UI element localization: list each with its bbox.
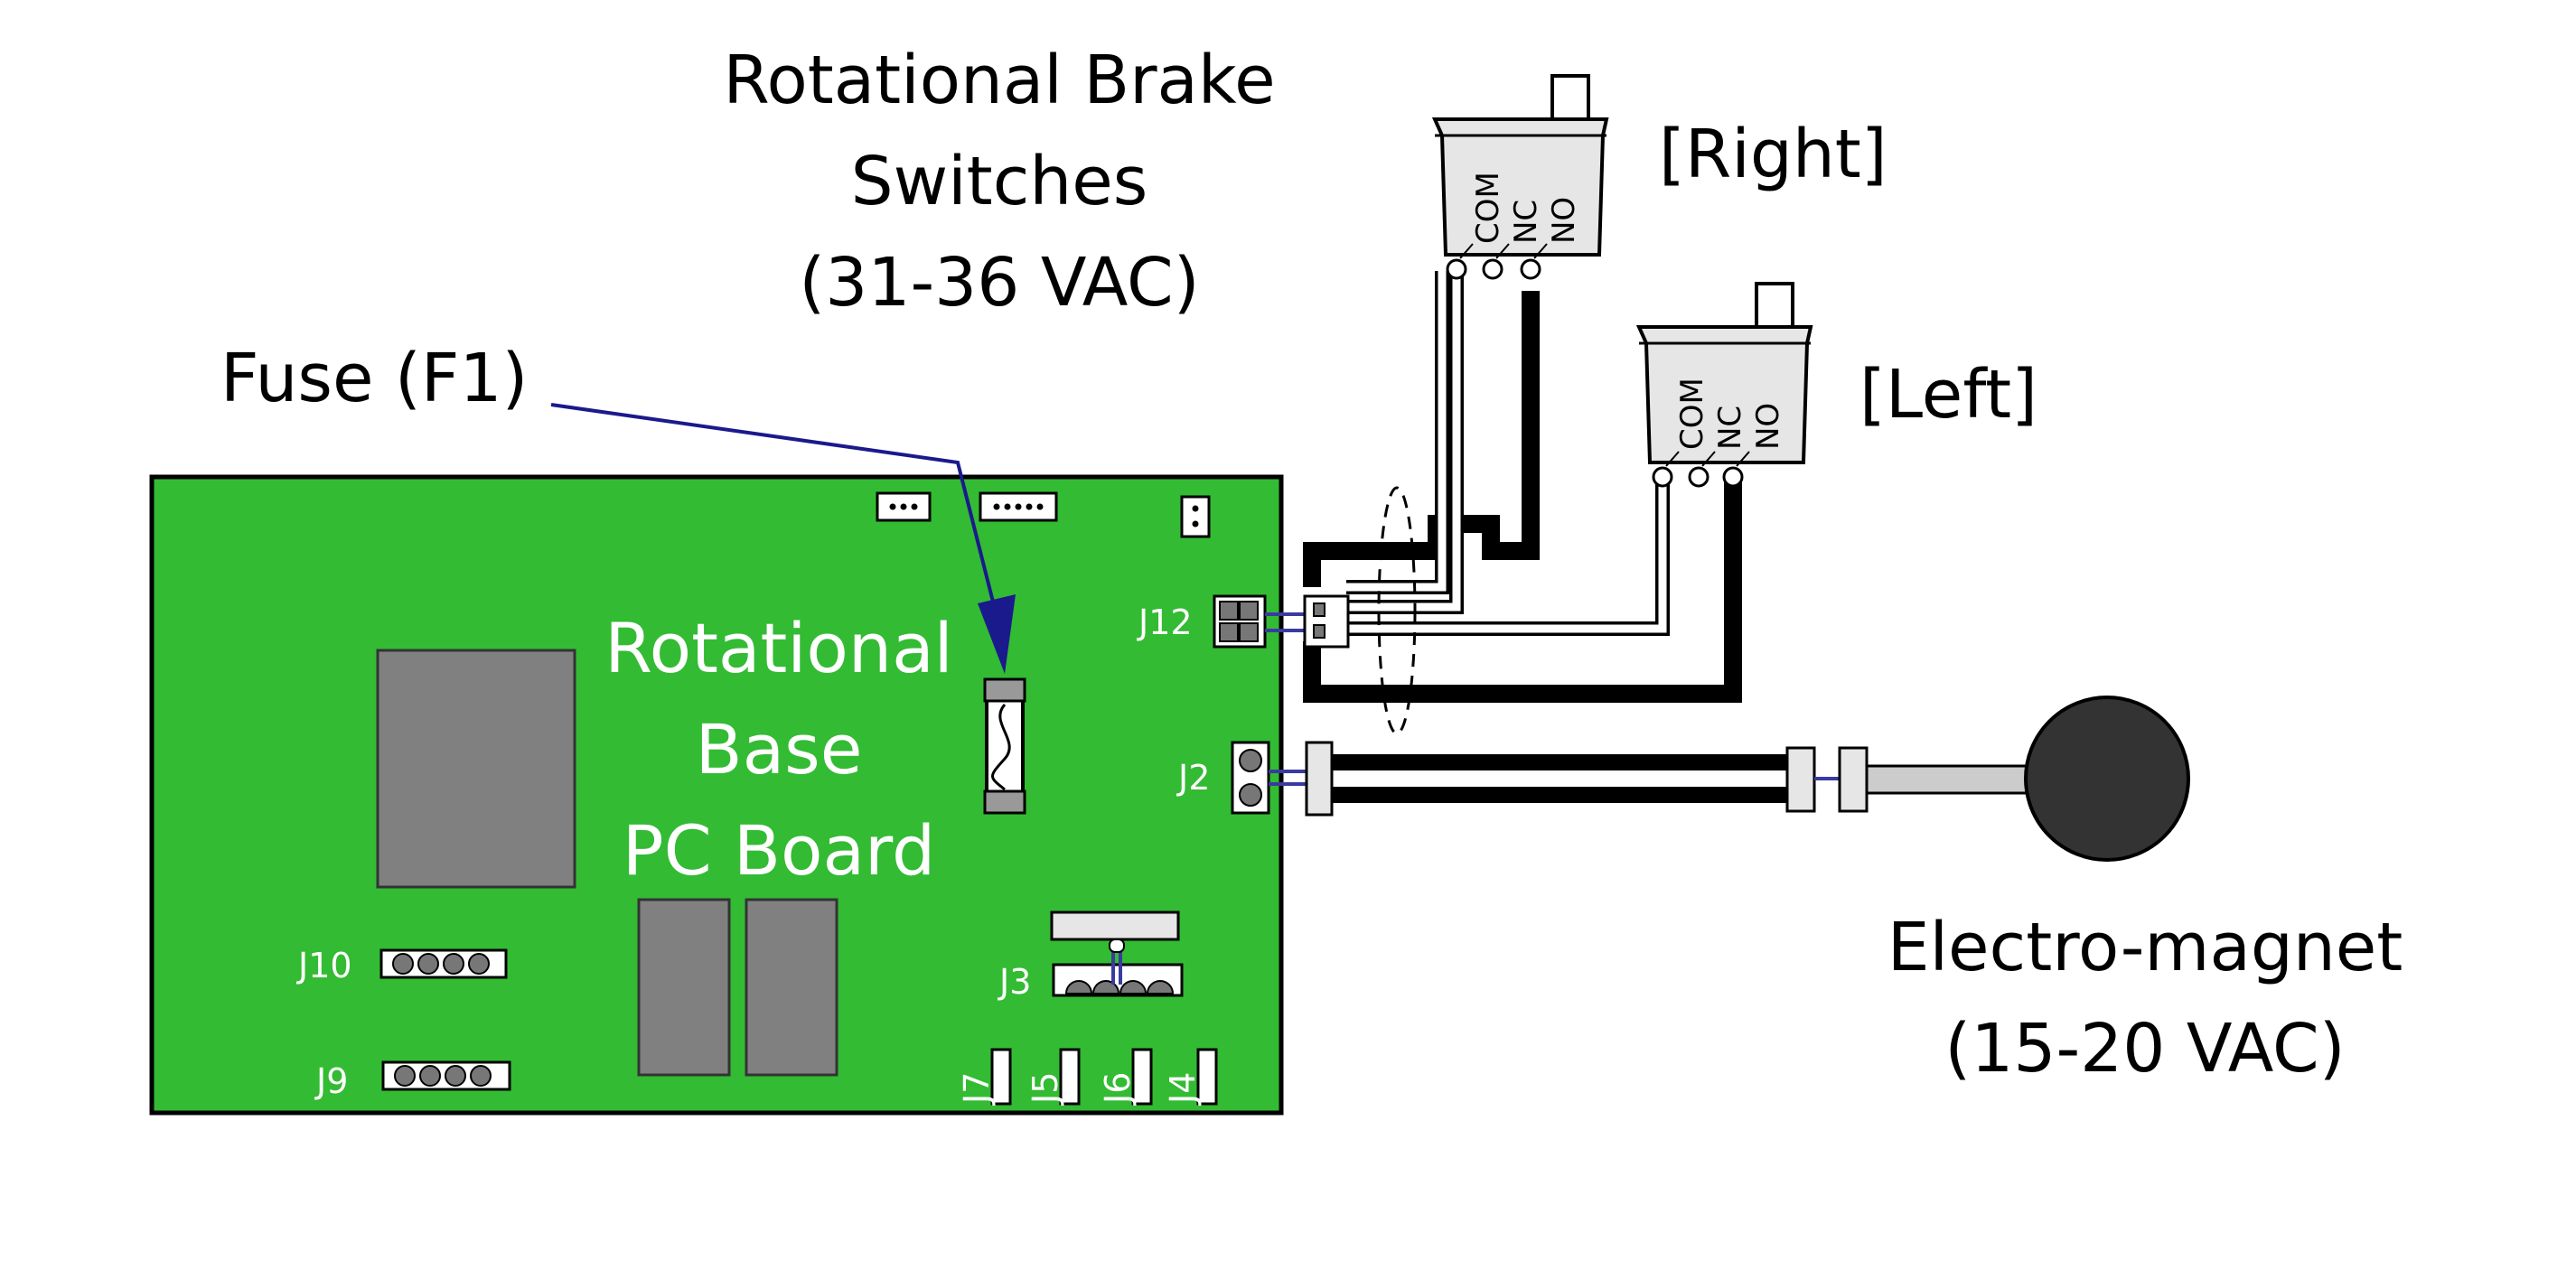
left-switch-no-label: NO [1750,403,1786,450]
right-switch-no-terminal [1520,258,1541,280]
header-5pin [979,491,1058,522]
board-title-line2: Base [695,709,862,789]
header-2pin [1180,495,1211,538]
right-switch-com-label: COM [1470,172,1506,244]
left-switch-com-terminal [1652,466,1673,488]
fuse-label: Fuse (F1) [220,340,528,417]
right-switch-com-terminal [1446,258,1467,280]
relay-1 [637,898,731,1077]
electro-magnet [2024,696,2190,862]
connector-j6-body [1131,1048,1153,1106]
j5-label: J5 [1026,1072,1065,1106]
left-switch-label: [Left] [1859,356,2037,434]
relay-2 [745,898,838,1077]
j2-label: J2 [1176,758,1210,798]
connector-j7-body [990,1048,1012,1106]
magnet-cable [1269,741,2031,817]
j6-label: J6 [1098,1072,1138,1106]
brake-harness [1265,271,1742,735]
board-title-line3: PC Board [623,810,935,891]
right-switch-label: [Right] [1659,116,1888,193]
connector-j10 [379,948,508,979]
fuse-pointer-arrowhead [978,594,1016,674]
j7-label: J7 [957,1072,997,1106]
brake-switches-title-line3: (31-36 VAC) [799,244,1199,322]
connector-j5-body [1059,1048,1081,1106]
header-3pin [876,491,932,522]
transformer-block [376,649,576,889]
board-title-line1: Rotational [604,608,953,688]
left-brake-switch: COM NC NO [1635,282,1813,488]
left-switch-nc-label: NC [1712,406,1748,450]
fuse-pointer-line [550,403,999,621]
j10-label: J10 [296,946,352,985]
brake-switches-title-line1: Rotational Brake [723,42,1275,119]
left-switch-no-terminal [1722,466,1744,488]
j9-label: J9 [314,1061,348,1101]
j3-label: J3 [998,962,1031,1002]
brake-switches-title-line2: Switches [851,143,1148,220]
connector-j2 [1231,741,1270,815]
connector-j3 [1050,910,1184,997]
connector-j4-body [1196,1048,1218,1106]
left-switch-nc-terminal [1688,466,1710,488]
left-switch-com-label: COM [1674,378,1710,450]
j12-label: J12 [1137,602,1193,642]
magnet-label-line1: Electro-magnet [1888,909,2403,986]
fuse-f1 [983,677,1026,815]
right-switch-nc-label: NC [1508,200,1544,244]
connector-j9 [381,1060,511,1091]
j4-label: J4 [1163,1072,1203,1106]
right-switch-no-label: NO [1546,197,1582,244]
right-switch-nc-terminal [1482,258,1503,280]
connector-j12 [1213,594,1267,649]
magnet-label-line2: (15-20 VAC) [1944,1010,2345,1088]
right-brake-switch: COM NC NO [1431,74,1609,280]
